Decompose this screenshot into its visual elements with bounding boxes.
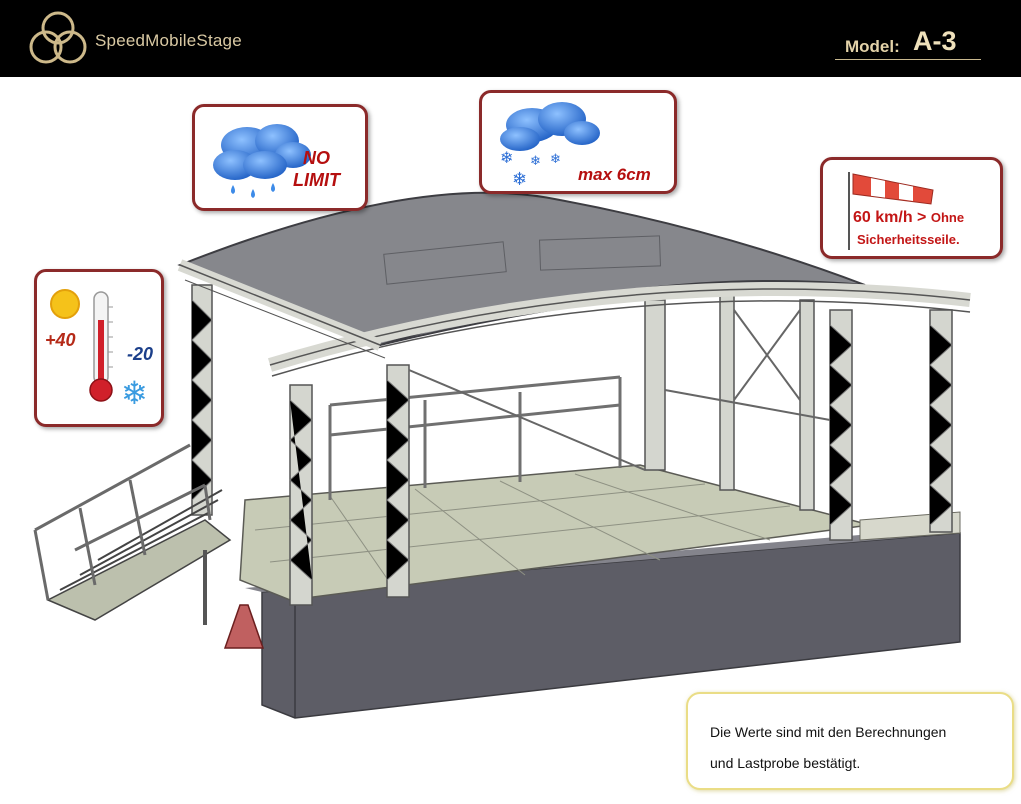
stage-stairs xyxy=(33,443,232,621)
note-line-1: Die Werte sind mit den Berechnungen xyxy=(710,724,947,740)
svg-text:❄: ❄ xyxy=(512,169,527,189)
snow-cloud-icon: ❄ ❄ ❄ ❄ xyxy=(500,102,600,189)
svg-text:❄: ❄ xyxy=(500,150,513,167)
triple-ring-logo-icon xyxy=(29,11,87,64)
svg-text:❄: ❄ xyxy=(530,153,541,168)
svg-text:❄: ❄ xyxy=(550,151,561,166)
wind-condition: Sicherheitsseile. xyxy=(857,232,960,247)
rain-line-2: LIMIT xyxy=(293,170,340,190)
model-label: Model: xyxy=(845,37,900,56)
snow-card: ❄ ❄ ❄ ❄ max 6cm xyxy=(479,90,677,194)
rain-card: NO LIMIT xyxy=(192,104,368,211)
wind-card: 60 km/h > Ohne Sicherheitsseile. xyxy=(820,157,1003,259)
column-back-mid xyxy=(644,299,666,471)
wind-limit-line: 60 km/h > Ohne xyxy=(853,209,964,227)
rain-limit-text: NO LIMIT xyxy=(293,147,340,191)
wind-word: Ohne xyxy=(930,210,965,225)
snowflake-icon: ❄ xyxy=(121,375,148,411)
wind-speed: 60 km/h xyxy=(853,209,913,226)
jack-stand xyxy=(223,604,265,649)
rain-cloud-icon xyxy=(213,124,311,198)
rain-line-1: NO xyxy=(303,148,330,168)
model-value: A-3 xyxy=(913,26,957,56)
wind-symbol: > xyxy=(917,209,927,226)
stage-illustration xyxy=(33,191,971,719)
temp-min: -20 xyxy=(127,344,154,364)
stage-roof xyxy=(177,191,866,347)
model-block: Model: A-3 xyxy=(835,20,981,60)
temp-max: +40 xyxy=(45,330,76,350)
svg-text:❄: ❄ xyxy=(121,375,148,411)
windsock-icon xyxy=(848,172,934,250)
thermometer-icon xyxy=(89,291,113,402)
note-box: Die Werte sind mit den Berechnungen und … xyxy=(686,692,1014,790)
temperature-icons: ❄ xyxy=(50,289,148,411)
brand-name: SpeedMobileStage xyxy=(95,31,242,50)
header-bar: SpeedMobileStage Model: A-3 xyxy=(0,0,1021,77)
snow-max-text: max 6cm xyxy=(578,165,651,184)
note-line-2: und Lastprobe bestätigt. xyxy=(710,755,861,771)
sun-icon xyxy=(50,289,80,319)
temperature-card: ❄ +40 -20 xyxy=(34,269,164,427)
